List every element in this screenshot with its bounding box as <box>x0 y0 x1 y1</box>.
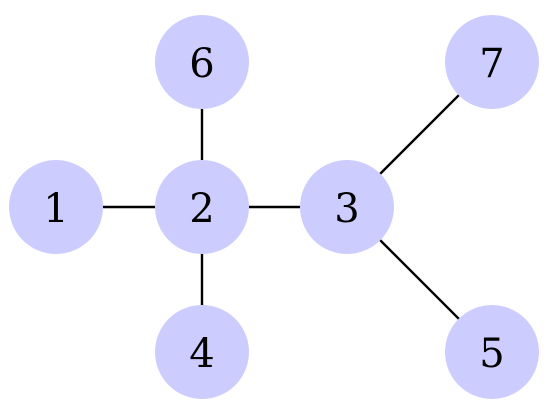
node-6: 6 <box>155 15 249 109</box>
node-layer: 1 2 3 4 5 6 7 <box>9 15 539 399</box>
edge-layer <box>103 94 460 320</box>
node-1: 1 <box>9 160 103 254</box>
edge-3-5 <box>379 239 460 320</box>
node-3: 3 <box>300 160 394 254</box>
node-label-5: 5 <box>479 331 504 377</box>
node-label-3: 3 <box>334 186 359 232</box>
node-5: 5 <box>445 305 539 399</box>
node-circle-2 <box>155 160 249 254</box>
node-label-6: 6 <box>189 41 214 87</box>
node-label-7: 7 <box>479 41 504 87</box>
node-7: 7 <box>445 15 539 109</box>
node-circle-1 <box>9 160 103 254</box>
node-circle-3 <box>300 160 394 254</box>
node-circle-6 <box>155 15 249 109</box>
edge-3-7 <box>379 94 460 175</box>
node-4: 4 <box>155 305 249 399</box>
node-circle-5 <box>445 305 539 399</box>
node-circle-7 <box>445 15 539 109</box>
node-label-1: 1 <box>43 186 68 232</box>
node-label-4: 4 <box>189 331 214 377</box>
node-circle-4 <box>155 305 249 399</box>
node-label-2: 2 <box>189 186 214 232</box>
node-2: 2 <box>155 160 249 254</box>
